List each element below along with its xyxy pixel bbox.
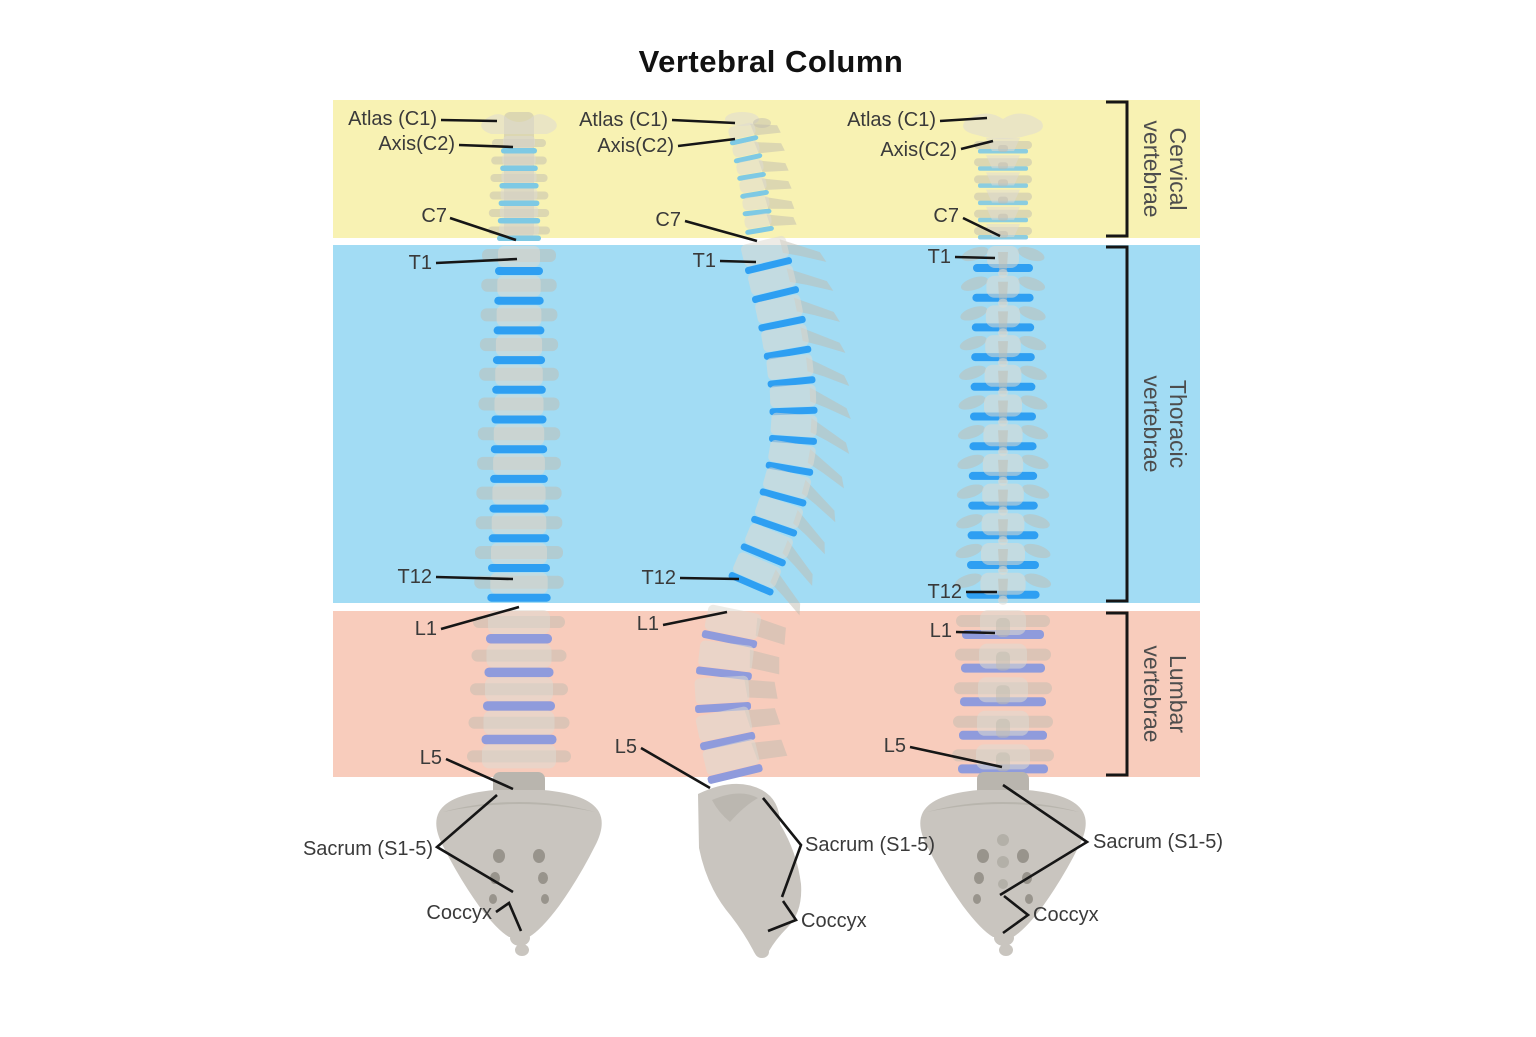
spine-posterior-view	[920, 113, 1086, 956]
spine-anterior-view	[436, 112, 602, 956]
spine-lateral-view	[694, 112, 851, 958]
